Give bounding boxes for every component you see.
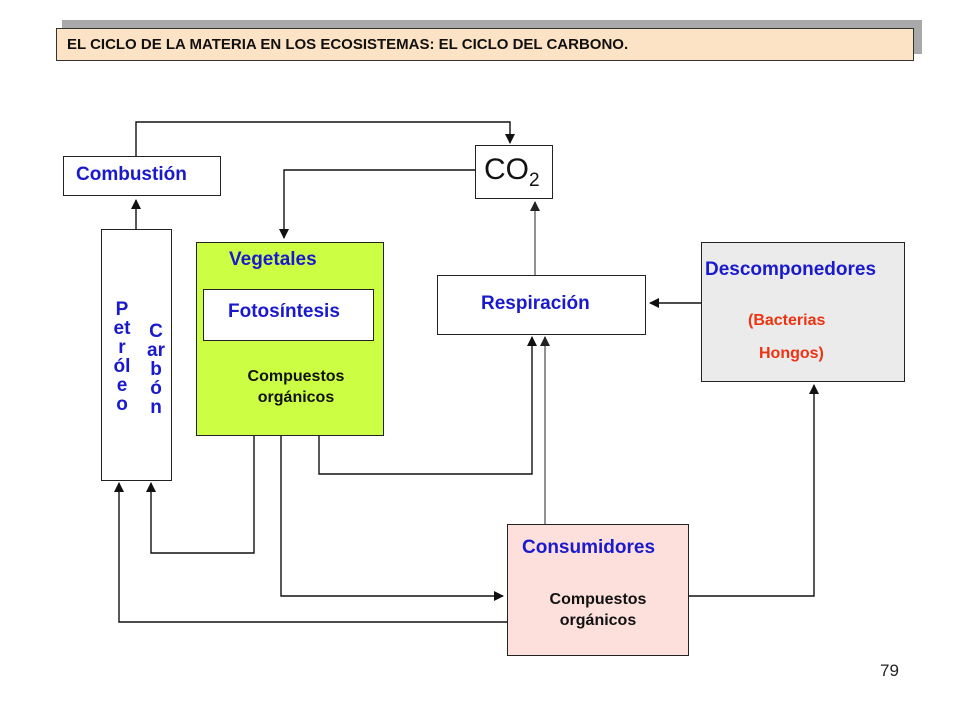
page-number: 79 — [880, 661, 899, 680]
arrow-consumidores-to-descomponedores — [689, 384, 819, 597]
carbon-label: Carbón — [147, 321, 165, 418]
co2-main-text: CO — [484, 153, 529, 186]
arrow-vegetales-to-consumidores — [280, 436, 504, 601]
consumidores-compuestos-label: Compuestos orgánicos — [538, 589, 658, 631]
fotosintesis-box — [203, 289, 374, 341]
co2-label: CO2 — [484, 153, 540, 192]
consumidores-compuestos-line2: orgánicos — [559, 612, 637, 629]
arrow-combustion-to-co2 — [135, 121, 515, 156]
vegetales-compuestos-line1: Compuestos — [247, 368, 345, 385]
vegetales-compuestos-label: Compuestos orgánicos — [236, 366, 356, 408]
respiracion-box — [437, 275, 646, 335]
co2-subscript: 2 — [529, 170, 540, 191]
consumidores-label: Consumidores — [522, 537, 656, 558]
petroleo-label: Petróleo — [113, 299, 131, 415]
consumidores-compuestos-line1: Compuestos — [549, 591, 647, 608]
bacterias-label: (Bacterias — [748, 312, 826, 329]
fossil-fuel-box — [101, 229, 172, 481]
descomponedores-label: Descomponedores — [705, 259, 877, 280]
hongos-label: Hongos) — [759, 345, 824, 362]
vegetales-label: Vegetales — [229, 249, 317, 270]
co2-box: CO2 — [475, 145, 553, 199]
combustion-label: Combustión — [76, 164, 187, 185]
arrow-co2-to-vegetales — [279, 169, 475, 239]
fotosintesis-label: Fotosíntesis — [228, 301, 340, 322]
respiracion-label: Respiración — [481, 293, 590, 314]
arrow-consumidores-to-petroleo — [114, 482, 507, 623]
page-title: EL CICLO DE LA MATERIA EN LOS ECOSISTEMA… — [56, 28, 914, 61]
arrow-vegetales-to-carbon — [146, 436, 255, 554]
combustion-box — [63, 156, 221, 196]
vegetales-compuestos-line2: orgánicos — [257, 389, 335, 406]
descomponedores-box — [701, 242, 905, 382]
arrow-vegetales-to-respiracion — [318, 336, 537, 475]
consumidores-box — [507, 524, 689, 656]
